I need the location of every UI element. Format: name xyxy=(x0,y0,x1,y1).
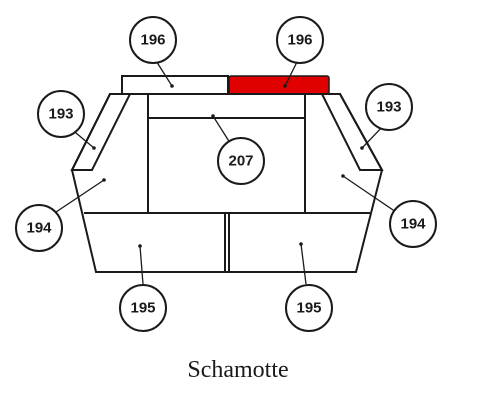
callout-label: 194 xyxy=(400,216,426,233)
callout-label: 196 xyxy=(140,32,165,49)
callout-floor-left[interactable]: 195 xyxy=(119,284,167,332)
callout-left-side-strip[interactable]: 193 xyxy=(37,90,85,138)
callout-right-side-panel[interactable]: 194 xyxy=(389,200,437,248)
top-right-brick-highlighted[interactable] xyxy=(228,75,330,95)
callout-top-right-brick[interactable]: 196 xyxy=(276,16,324,64)
callout-label: 193 xyxy=(48,106,73,123)
callout-label: 193 xyxy=(376,99,401,116)
top-left-brick[interactable] xyxy=(121,75,229,95)
right-side-strip[interactable] xyxy=(320,93,384,171)
callout-right-side-strip[interactable]: 193 xyxy=(365,83,413,131)
callout-left-side-panel[interactable]: 194 xyxy=(15,204,63,252)
callout-label: 207 xyxy=(228,153,253,170)
callout-label: 196 xyxy=(287,32,312,49)
left-side-strip[interactable] xyxy=(70,93,132,171)
callout-label: 195 xyxy=(296,300,321,317)
callout-top-left-brick[interactable]: 196 xyxy=(129,16,177,64)
callout-label: 194 xyxy=(26,220,52,237)
callout-floor-right[interactable]: 195 xyxy=(285,284,333,332)
callout-back-wall[interactable]: 207 xyxy=(217,137,265,185)
callout-label: 195 xyxy=(130,300,155,317)
diagram-caption: Schamotte xyxy=(187,357,288,383)
